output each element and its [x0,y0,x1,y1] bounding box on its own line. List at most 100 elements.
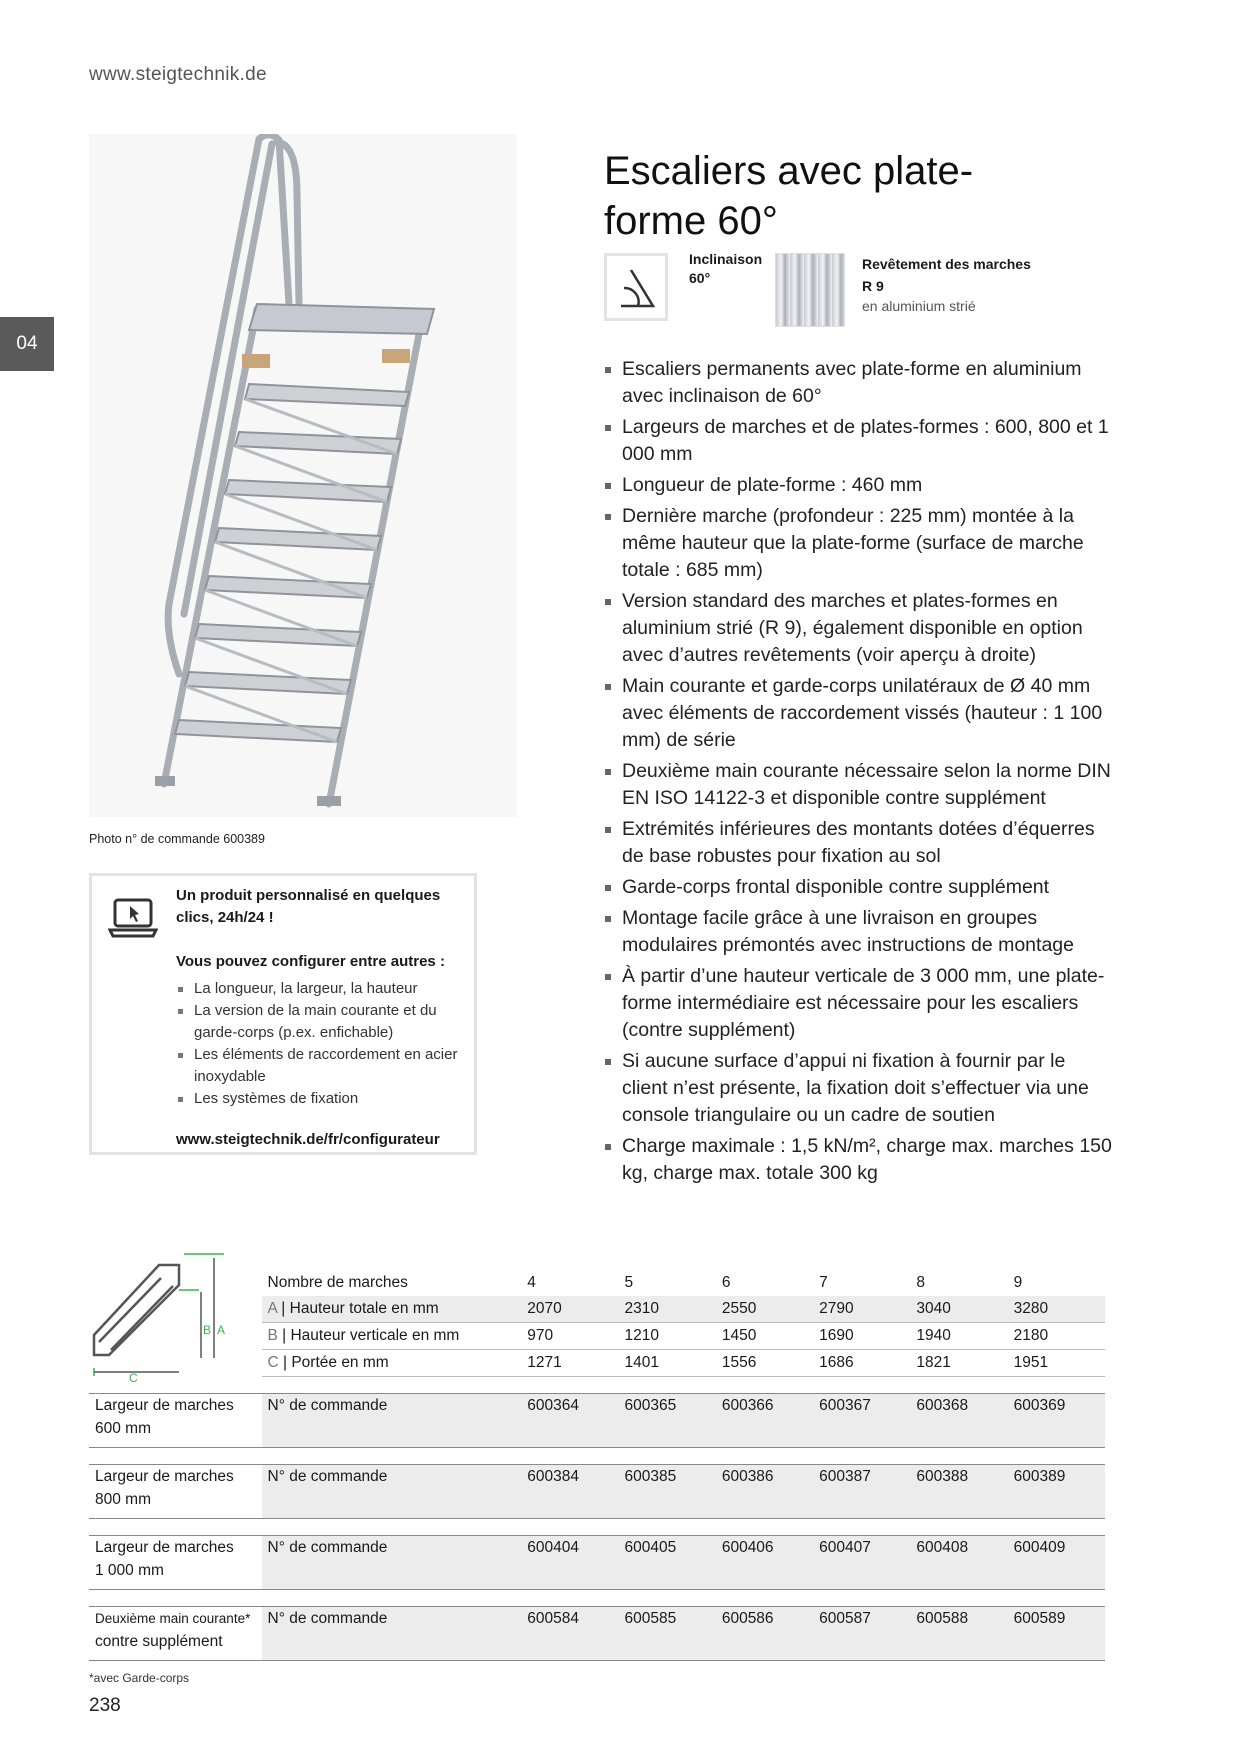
list-item: Montage facile grâce à une livraison en … [604,905,1114,959]
order-number: 600587 [813,1606,911,1661]
list-item: Charge maximale : 1,5 kN/m², charge max.… [604,1133,1114,1187]
dim-letter: C [267,1354,279,1371]
order-number: 600585 [618,1606,716,1661]
row-label: 600 mm [95,1420,151,1437]
order-number: 600367 [813,1393,911,1448]
inclination-value: 60° [689,270,711,286]
list-item: À partir d’une hauteur verticale de 3 00… [604,963,1114,1044]
tread-subtitle: en aluminium strié [862,298,976,314]
product-photo [89,131,517,817]
steps-value: 5 [624,1274,634,1291]
order-number: 600365 [618,1393,716,1448]
table-row: Deuxième main courante* contre supplément… [89,1606,1105,1661]
order-label: N° de commande [261,1606,522,1661]
order-number: 600589 [1007,1606,1105,1661]
dimension-diagram: B A C [89,1250,239,1385]
diagram-label-c: C [129,1371,138,1382]
site-url[interactable]: www.steigtechnik.de [89,64,267,85]
order-number: 600385 [618,1464,716,1519]
steps-label: Nombre de marches [267,1274,408,1291]
table-cell: 1450 [715,1322,814,1350]
order-number: 600408 [910,1535,1008,1590]
order-number: 600369 [1007,1393,1105,1448]
table-cell: 970 [521,1322,619,1350]
list-item: Garde-corps frontal disponible contre su… [604,874,1114,901]
angle-icon [604,253,668,321]
order-number: 600406 [715,1535,814,1590]
configurator-box: Un produit personnalisé en quelques clic… [89,873,477,1155]
table-row: C | Portée en mm 1271 1401 1556 1686 182… [89,1349,1105,1377]
row-label: Deuxième main courante* [95,1611,251,1626]
list-item: Deuxième main courante nécessaire selon … [604,758,1114,812]
steps-value: 9 [1013,1274,1023,1291]
table-row: A | Hauteur totale en mm 2070 2310 2550 … [89,1296,1105,1323]
table-cell: 2790 [813,1296,911,1323]
configurator-subtitle: Vous pouvez configurer entre autres : [176,953,445,970]
dim-letter: B [267,1327,278,1344]
table-cell: 1821 [910,1349,1008,1377]
table-cell: 3040 [910,1296,1008,1323]
list-item: Escaliers permanents avec plate-forme en… [604,356,1114,410]
table-row: Nombre de marches 4 5 6 7 8 9 [89,1270,1105,1296]
table-row: Largeur de marches 1 000 mm N° de command… [89,1535,1105,1590]
table-cell: 1210 [618,1322,716,1350]
laptop-cursor-icon [107,896,159,942]
chapter-tab: 04 [0,317,54,371]
table-cell: 2070 [521,1296,619,1323]
row-label: Largeur de marches [95,1539,234,1556]
dim-label: | Hauteur verticale en mm [277,1327,460,1344]
table-cell: 1690 [813,1322,911,1350]
row-label: Largeur de marches [95,1397,234,1414]
dim-label: | Portée en mm [278,1354,389,1371]
order-label: N° de commande [261,1535,522,1590]
order-number: 600368 [910,1393,1008,1448]
list-item: Si aucune surface d’appui ni fixation à … [604,1048,1114,1129]
table-cell: 3280 [1007,1296,1105,1323]
list-item: Largeurs de marches et de plates-formes … [604,414,1114,468]
stair-illustration [155,131,436,808]
row-label: contre supplément [95,1633,223,1650]
inclination-label: Inclinaison [689,251,763,267]
table-cell: 2180 [1007,1322,1105,1350]
row-label: 1 000 mm [95,1562,164,1579]
list-item: Longueur de plate-forme : 460 mm [604,472,1114,499]
row-label: Largeur de marches [95,1468,234,1485]
steps-value: 7 [819,1274,828,1291]
feature-list: Escaliers permanents avec plate-forme en… [604,356,1114,1191]
list-item: Version standard des marches et plates-f… [604,588,1114,669]
order-number: 600405 [618,1535,716,1590]
list-item: Extrémités inférieures des montants doté… [604,816,1114,870]
list-item: Dernière marche (profondeur : 225 mm) mo… [604,503,1114,584]
order-number: 600407 [813,1535,911,1590]
order-number: 600389 [1007,1464,1105,1519]
table-cell: 1686 [813,1349,911,1377]
photo-caption: Photo n° de commande 600389 [89,832,265,846]
list-item: Les systèmes de fixation [176,1088,466,1110]
table-cell: 1556 [715,1349,814,1377]
dim-label: | Hauteur totale en mm [276,1300,439,1317]
order-number: 600384 [521,1464,619,1519]
order-number: 600584 [521,1606,619,1661]
order-number: 600387 [813,1464,911,1519]
table-cell: 2550 [715,1296,814,1323]
configurator-link[interactable]: www.steigtechnik.de/fr/configurateur [176,1131,440,1148]
table-cell: 1401 [618,1349,716,1377]
table-cell: 1940 [910,1322,1008,1350]
tread-surface-image [775,253,845,327]
configurator-list: La longueur, la largeur, la hauteur La v… [176,978,466,1110]
steps-value: 6 [721,1274,731,1291]
order-number: 600404 [521,1535,619,1590]
configurator-title: Un produit personnalisé en quelques clic… [176,887,441,926]
row-label: 800 mm [95,1491,151,1508]
list-item: La longueur, la largeur, la hauteur [176,978,466,1000]
order-number: 600388 [910,1464,1008,1519]
order-label: N° de commande [261,1393,522,1448]
list-item: La version de la main courante et du gar… [176,1000,466,1044]
diagram-label-a: A [217,1323,225,1337]
table-cell: 1271 [521,1349,619,1377]
order-number: 600588 [910,1606,1008,1661]
order-label: N° de commande [261,1464,522,1519]
order-number: 600366 [715,1393,814,1448]
